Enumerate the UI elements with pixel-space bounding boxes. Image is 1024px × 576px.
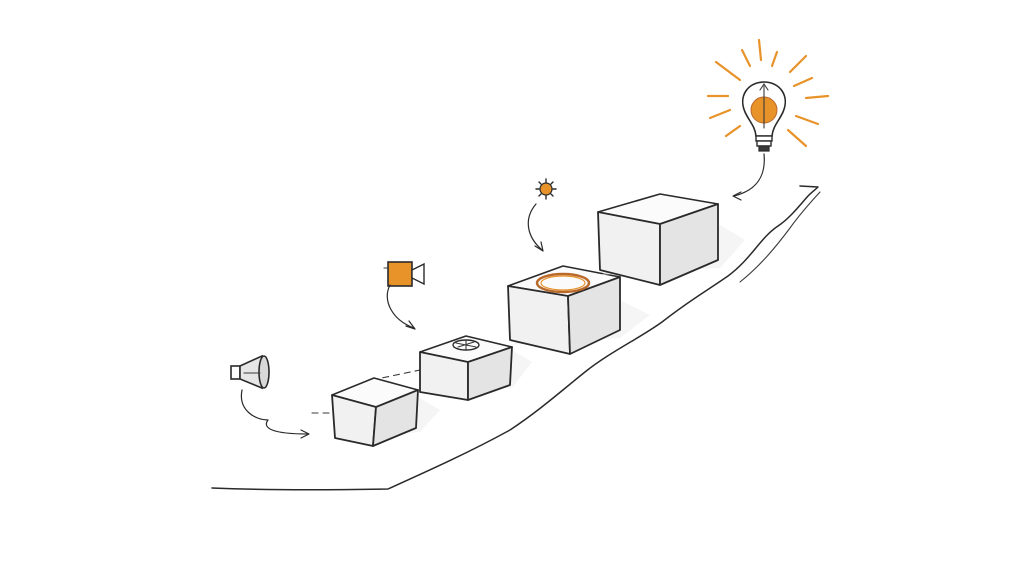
rising-ground-line (211, 185, 821, 491)
arrow-bulb-to-box-4 (732, 153, 765, 201)
lightbulb-icon (706, 38, 830, 152)
video-camera-icon (383, 261, 425, 287)
arrow-gear-to-box-3 (527, 203, 544, 252)
step-box-4 (597, 193, 745, 286)
arrow-camera-to-box-2 (386, 284, 416, 330)
grid-object-on-box-2 (452, 339, 480, 351)
gear-icon (535, 178, 557, 200)
step-box-1 (331, 377, 440, 447)
base-guide-line (311, 369, 421, 414)
megaphone-icon (230, 354, 270, 390)
ring-on-box-3 (535, 272, 591, 294)
light-rays (706, 38, 830, 148)
step-box-3 (507, 265, 650, 355)
arrow-megaphone-to-box-1 (240, 389, 310, 439)
step-box-2 (419, 335, 532, 401)
